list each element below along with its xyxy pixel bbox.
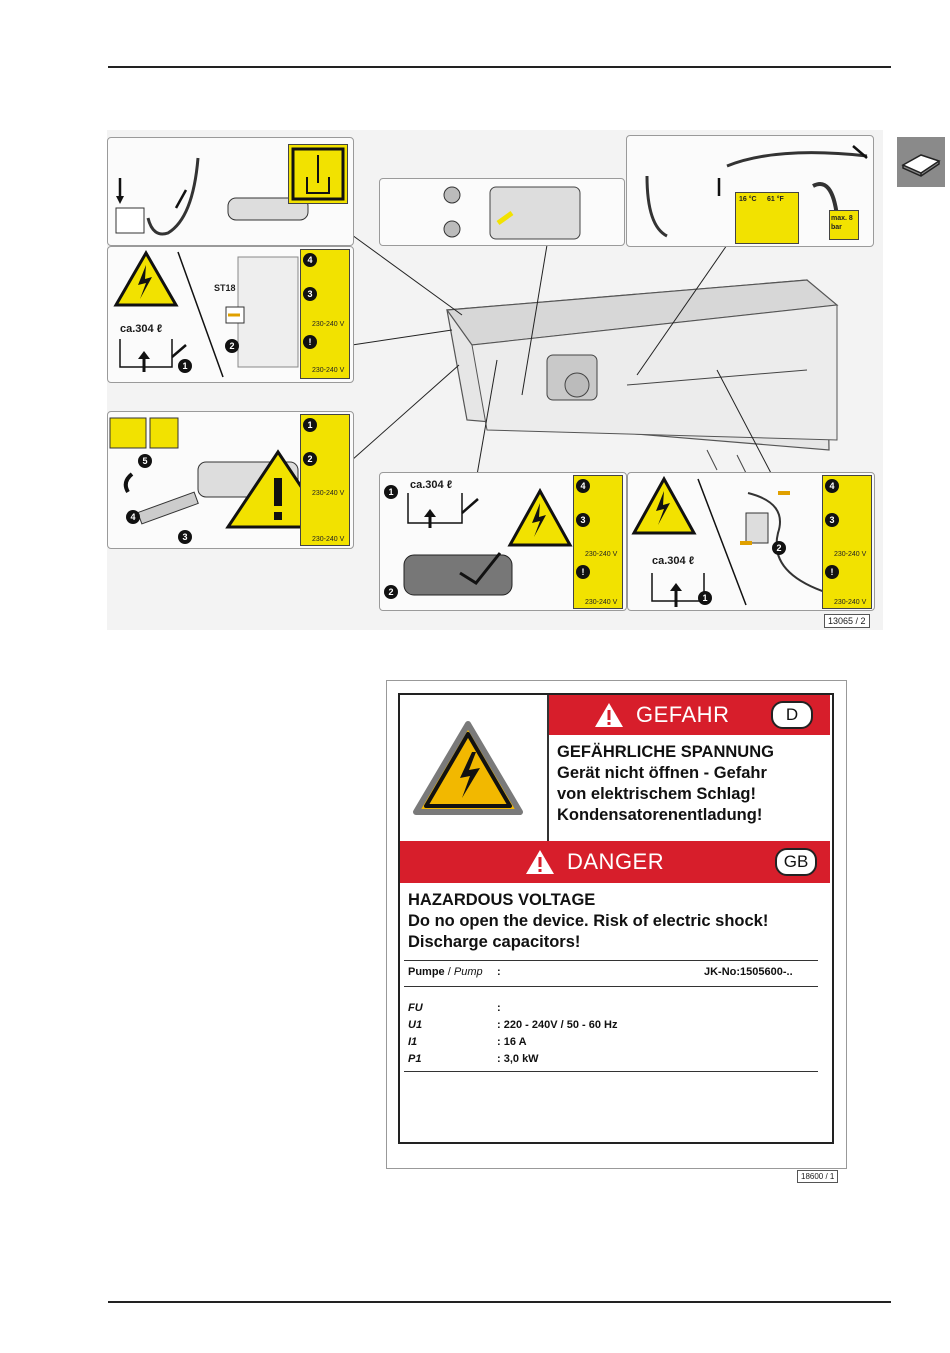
panel-st18: ca.304 ℓ ST18 1 2 4 3 230-240 V ! 230-24… bbox=[107, 246, 354, 383]
step-4-c: 4 bbox=[126, 510, 140, 524]
panel-drain-bucket bbox=[107, 137, 354, 246]
steps-box-c bbox=[300, 414, 350, 546]
voltage-g2: 230-240 V bbox=[834, 599, 867, 606]
gefahr-warning-icon bbox=[595, 703, 623, 727]
pressure-label: max. 8 bar bbox=[831, 215, 853, 231]
step-4-b: 4 bbox=[303, 253, 317, 267]
temperature-sign bbox=[288, 144, 348, 204]
danger-line-3: Discharge capacitors! bbox=[408, 933, 581, 951]
danger-bar bbox=[400, 841, 830, 883]
manual-tab[interactable] bbox=[897, 137, 945, 187]
panel-screws bbox=[379, 178, 625, 246]
step-ex-b: ! bbox=[303, 335, 317, 349]
step-2-g: 2 bbox=[772, 541, 786, 555]
installation-figure: ca.304 ℓ ST18 1 2 4 3 230-240 V ! 230-24… bbox=[107, 130, 883, 630]
voltage-g1: 230-240 V bbox=[834, 551, 867, 558]
panel-water-supply: 16 °C 61 °F max. 8 bar bbox=[626, 135, 874, 247]
spec-value-u1: : 220 - 240V / 50 - 60 Hz bbox=[497, 1019, 618, 1031]
step-2-c: 2 bbox=[303, 452, 317, 466]
pump-label-de: Pumpe bbox=[408, 966, 445, 978]
voltage-b1: 230-240 V bbox=[312, 321, 345, 328]
high-voltage-warning-icon bbox=[413, 721, 523, 815]
gefahr-line-3: von elektrischem Schlag! bbox=[557, 785, 756, 803]
jk-number: JK-No:1505600-.. bbox=[704, 966, 793, 978]
voltage-c1: 230-240 V bbox=[312, 490, 345, 497]
steps-box-f bbox=[573, 475, 623, 609]
danger-text: HAZARDOUS VOLTAGE Do no open the device.… bbox=[408, 890, 768, 953]
volume-label-f: ca.304 ℓ bbox=[410, 479, 453, 491]
voltage-f1: 230-240 V bbox=[585, 551, 618, 558]
panel-valve: 5 4 3 1 2 230-240 V 230-240 V bbox=[107, 411, 354, 549]
step-3-f: 3 bbox=[576, 513, 590, 527]
step-3-b: 3 bbox=[303, 287, 317, 301]
header-rule bbox=[108, 66, 891, 68]
step-5-c: 5 bbox=[138, 454, 152, 468]
step-ex-g: ! bbox=[825, 565, 839, 579]
figure-code-top: 13065 / 2 bbox=[824, 614, 870, 628]
spec-key-u1: U1 bbox=[408, 1019, 423, 1031]
pump-rule-top bbox=[404, 960, 818, 961]
danger-country-badge: GB bbox=[775, 848, 817, 876]
pump-label: Pumpe / Pump bbox=[408, 966, 483, 978]
step-ex-f: ! bbox=[576, 565, 590, 579]
temperature-sign-e bbox=[735, 192, 799, 244]
step-2-f: 2 bbox=[384, 585, 398, 599]
danger-warning-icon bbox=[526, 850, 554, 874]
pump-colon: : bbox=[497, 966, 501, 978]
steps-box-g bbox=[822, 475, 872, 609]
volume-label-g: ca.304 ℓ bbox=[652, 555, 695, 567]
temp-fahrenheit: 61 °F bbox=[767, 196, 784, 203]
panel-tank: ca.304 ℓ 1 2 4 3 230-240 V ! 230-240 V bbox=[379, 472, 627, 611]
step-2-b: 2 bbox=[225, 339, 239, 353]
spec-value-i1: : 16 A bbox=[497, 1036, 527, 1048]
gefahr-country-badge: D bbox=[771, 701, 813, 729]
step-4-f: 4 bbox=[576, 479, 590, 493]
step-1-g: 1 bbox=[698, 591, 712, 605]
voltage-c2: 230-240 V bbox=[312, 536, 345, 543]
figure-code-label: 18600 / 1 bbox=[797, 1170, 839, 1183]
voltage-f2: 230-240 V bbox=[585, 599, 618, 606]
volume-label-b: ca.304 ℓ bbox=[120, 323, 163, 335]
footer-rule bbox=[108, 1301, 891, 1303]
gefahr-title: GEFAHR bbox=[636, 702, 730, 727]
gefahr-line-1: GEFÄHRLICHE SPANNUNG bbox=[557, 743, 774, 761]
spec-value-p1: : 3,0 kW bbox=[497, 1053, 539, 1065]
step-3-g: 3 bbox=[825, 513, 839, 527]
danger-title: DANGER bbox=[567, 849, 665, 874]
connector-label: ST18 bbox=[214, 283, 236, 293]
gefahr-text: GEFÄHRLICHE SPANNUNG Gerät nicht öffnen … bbox=[557, 742, 774, 826]
step-4-g: 4 bbox=[825, 479, 839, 493]
pump-rule-bottom bbox=[404, 986, 818, 987]
danger-line-1: HAZARDOUS VOLTAGE bbox=[408, 891, 596, 909]
step-1-c: 1 bbox=[303, 418, 317, 432]
book-icon bbox=[901, 154, 941, 177]
voltage-b2: 230-240 V bbox=[312, 367, 345, 374]
pump-label-en: Pump bbox=[453, 966, 483, 978]
spec-value-fu: : bbox=[497, 1002, 501, 1014]
spec-key-p1: P1 bbox=[408, 1053, 422, 1065]
panel-wiring: ca.304 ℓ 1 2 4 3 230-240 V ! 230-240 V bbox=[627, 472, 875, 611]
step-3-c: 3 bbox=[178, 530, 192, 544]
specs-rule-bottom bbox=[404, 1071, 818, 1072]
gefahr-line-4: Kondensatorenentladung! bbox=[557, 806, 763, 824]
spec-key-i1: I1 bbox=[408, 1036, 418, 1048]
label-divider-vertical bbox=[547, 695, 549, 841]
step-1-b: 1 bbox=[178, 359, 192, 373]
gefahr-line-2: Gerät nicht öffnen - Gefahr bbox=[557, 764, 767, 782]
spec-key-fu: FU bbox=[408, 1002, 423, 1014]
danger-line-2: Do no open the device. Risk of electric … bbox=[408, 912, 769, 930]
step-1-f: 1 bbox=[384, 485, 398, 499]
pressure-sign bbox=[829, 210, 859, 240]
temp-celsius: 16 °C bbox=[739, 196, 757, 203]
steps-box-b bbox=[300, 249, 350, 379]
